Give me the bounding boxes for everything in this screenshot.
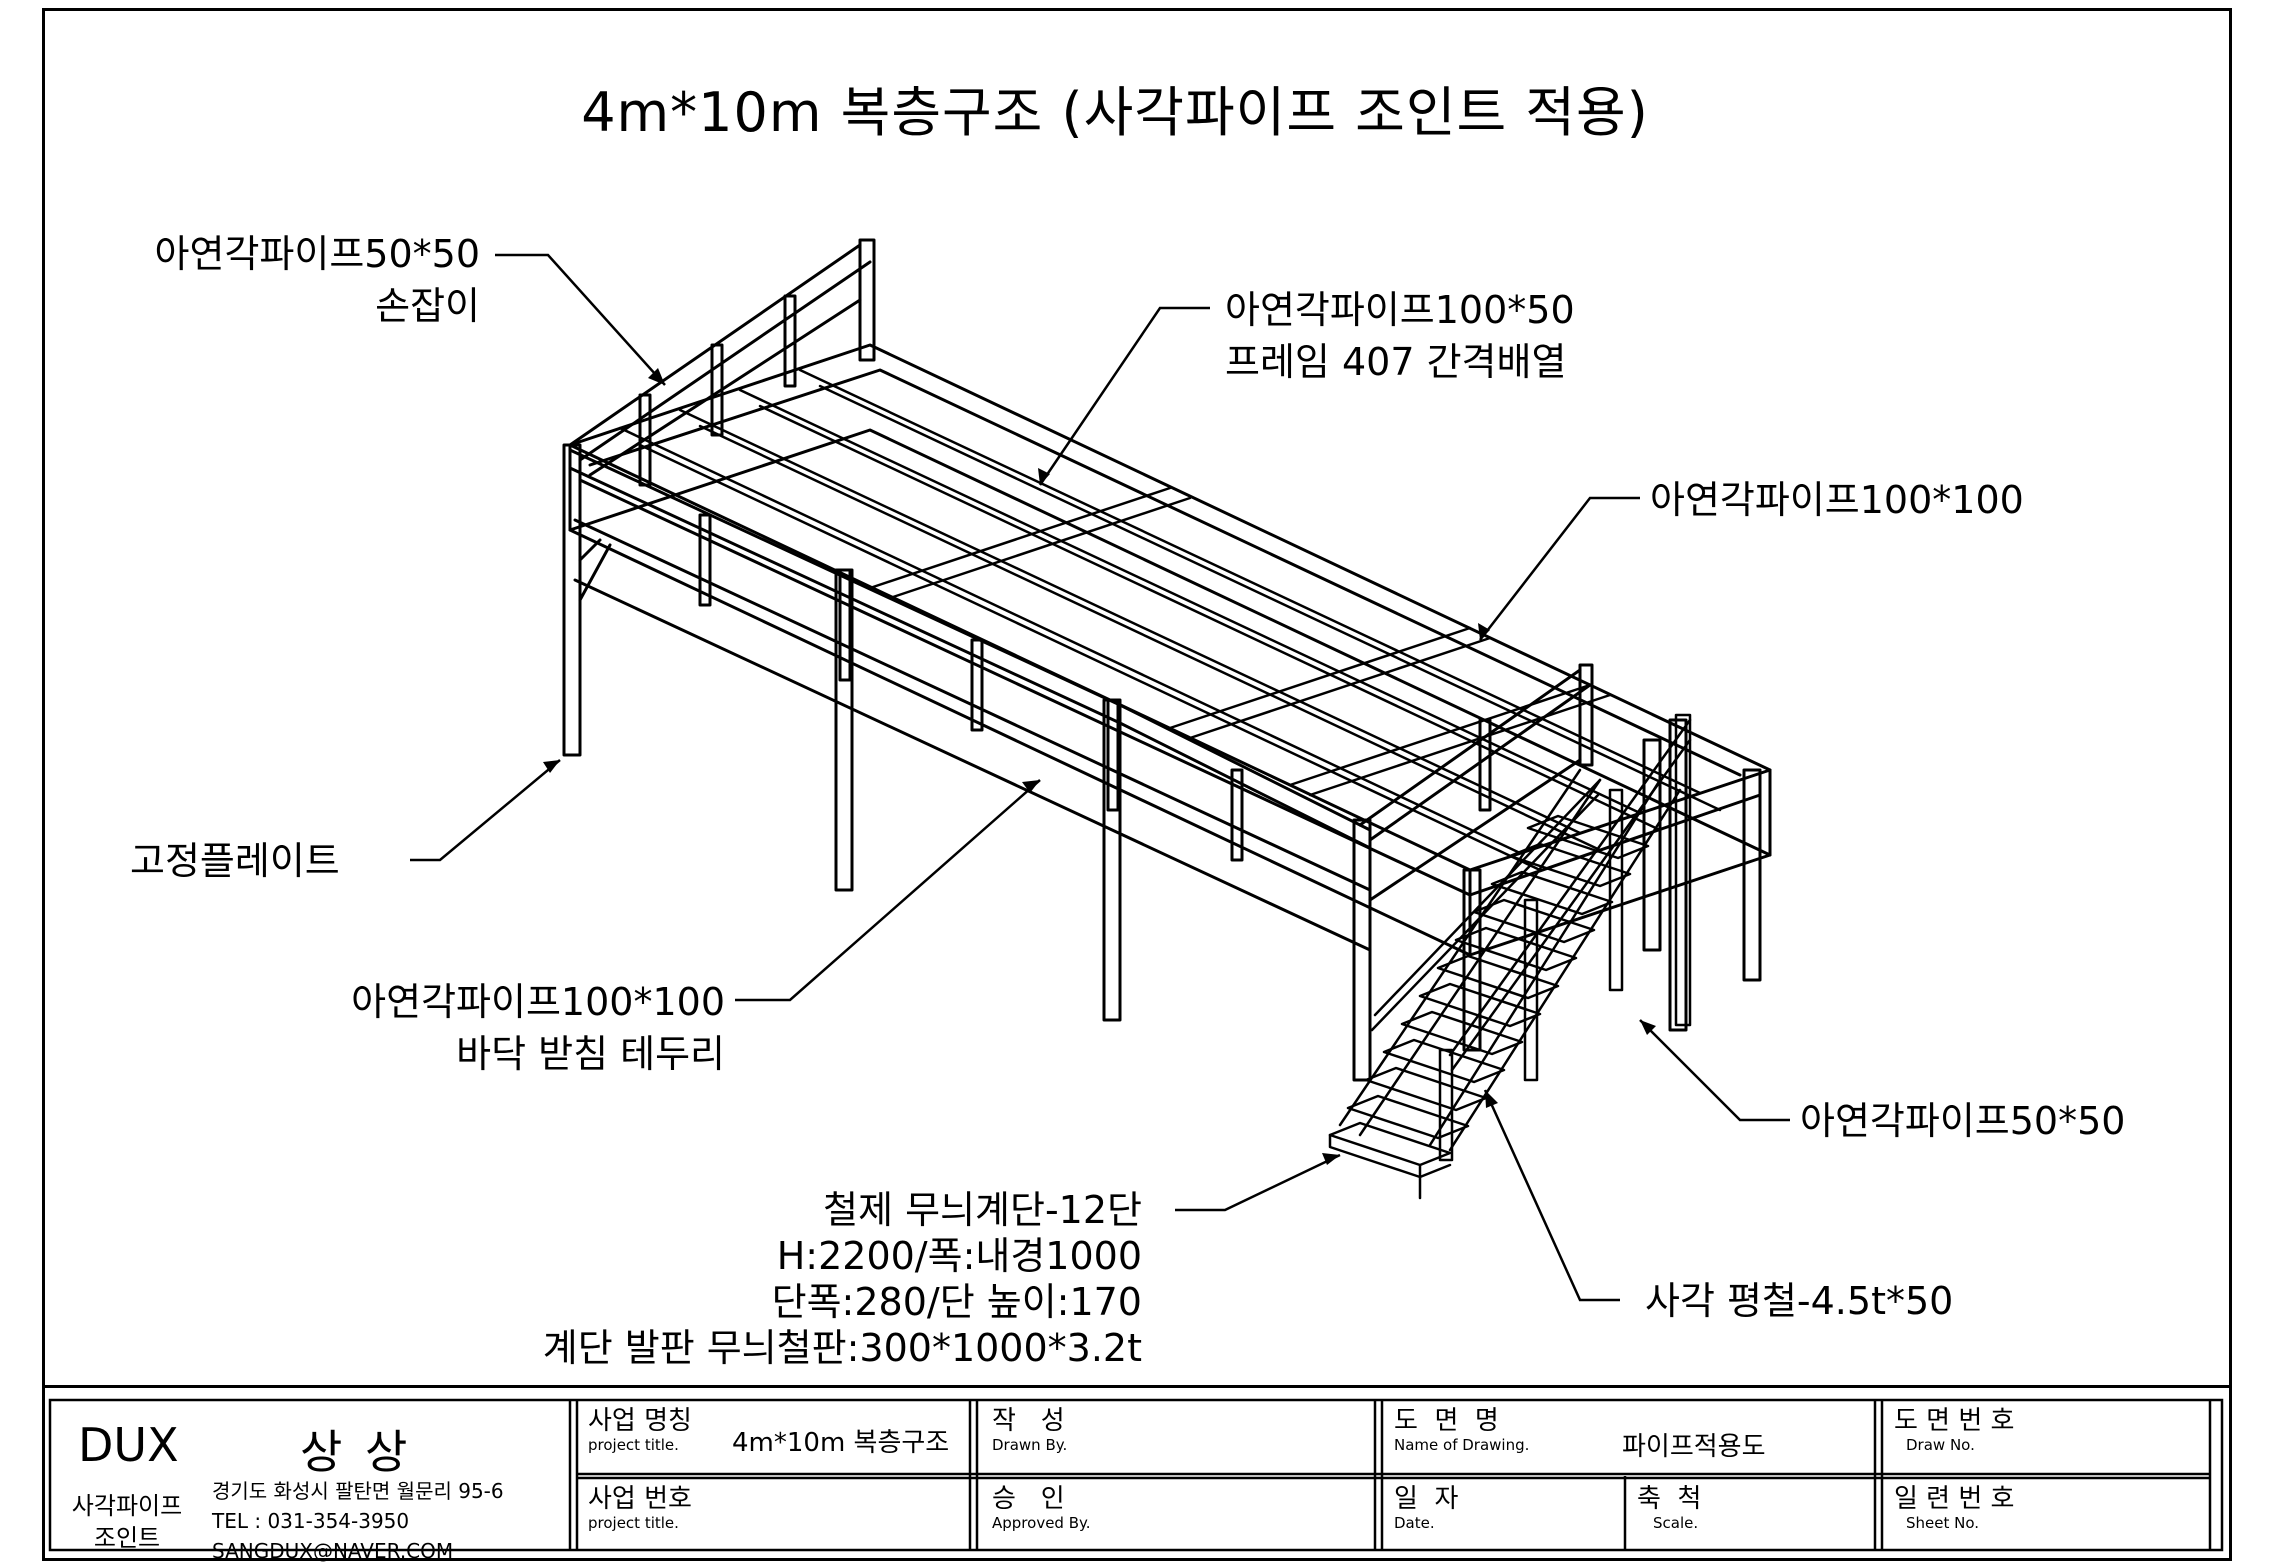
label-stair-title: 철제 무늬계단-12단 [823, 1188, 1142, 1232]
drawing-no-sub: Draw No. [1906, 1436, 1975, 1454]
company-tel: TEL : 031-354-3950 [212, 1509, 410, 1533]
leader-arrows [543, 368, 1656, 1165]
drawn-by-label: 작 성 [992, 1406, 1065, 1436]
drawn-by-sub: Drawn By. [992, 1436, 1068, 1454]
project-no-label: 사업 번호 [588, 1484, 692, 1514]
sheet-no-sub: Sheet No. [1906, 1514, 1980, 1532]
approved-by-sub: Approved By. [992, 1514, 1091, 1532]
landing-guardrail [1358, 663, 1594, 902]
drawing-no-label: 도 면 번 호 [1894, 1406, 2015, 1436]
company-email: SANGDUX@NAVER.COM [212, 1539, 454, 1563]
project-name-label: 사업 명칭 [588, 1406, 692, 1436]
deck-frame [568, 343, 1772, 957]
product-line-2: 조인트 [93, 1524, 161, 1552]
title-block: DUX 상 상 사각파이프 조인트 경기도 화성시 팔탄면 월문리 95-6 T… [42, 1385, 2232, 1563]
company-name: DUX [78, 1418, 179, 1472]
scale-sub: Scale. [1653, 1514, 1699, 1532]
drawing-name-label: 도 면 명 [1394, 1406, 1499, 1436]
drawing-name-value: 파이프적용도 [1622, 1432, 1766, 1462]
label-stair-plate: 계단 발판 무늬철판:300*1000*3.2t [542, 1326, 1142, 1370]
label-flat-bar: 사각 평철-4.5t*50 [1645, 1279, 1954, 1323]
project-name-value: 4m*10m 복층구조 [732, 1428, 950, 1458]
project-name-sub: project title. [588, 1436, 679, 1454]
back-guardrail [568, 238, 876, 487]
leader-lines [410, 253, 1790, 1302]
label-frame-spacing: 프레임 407 간격배열 [1225, 340, 1567, 384]
title-block-grid [48, 1398, 2224, 1552]
approved-by-label: 승 인 [992, 1484, 1065, 1514]
scale-label: 축 척 [1637, 1484, 1702, 1514]
label-base-plate: 고정플레이트 [130, 839, 340, 883]
label-handrail-name: 손잡이 [375, 284, 480, 328]
date-sub: Date. [1394, 1514, 1435, 1532]
label-column-pipe: 아연각파이프100*100 [1650, 478, 2024, 522]
drawing-title: 4m*10m 복층구조 (사각파이프 조인트 적용) [581, 81, 1649, 144]
company-address: 경기도 화성시 팔탄면 월문리 95-6 [212, 1479, 504, 1503]
date-label: 일 자 [1394, 1484, 1459, 1514]
drawing-name-sub: Name of Drawing. [1394, 1436, 1530, 1454]
label-frame-pipe: 아연각파이프100*50 [1225, 288, 1575, 332]
label-stair-post-pipe: 아연각파이프50*50 [1800, 1099, 2126, 1143]
label-edge-name: 바닥 받침 테두리 [456, 1032, 725, 1076]
sheet-no-label: 일 련 번 호 [1894, 1484, 2015, 1514]
project-no-sub: project title. [588, 1514, 679, 1532]
label-stair-step: 단폭:280/단 높이:170 [771, 1280, 1142, 1324]
product-line-1: 사각파이프 [71, 1492, 183, 1520]
label-edge-pipe: 아연각파이프100*100 [351, 980, 725, 1024]
front-guardrail [568, 448, 1372, 952]
brand-name: 상 상 [300, 1425, 412, 1479]
label-handrail-pipe: 아연각파이프50*50 [154, 232, 480, 276]
label-stair-dims: H:2200/폭:내경1000 [776, 1234, 1142, 1278]
staircase [1328, 713, 1692, 1200]
floor-beams [618, 368, 1722, 872]
